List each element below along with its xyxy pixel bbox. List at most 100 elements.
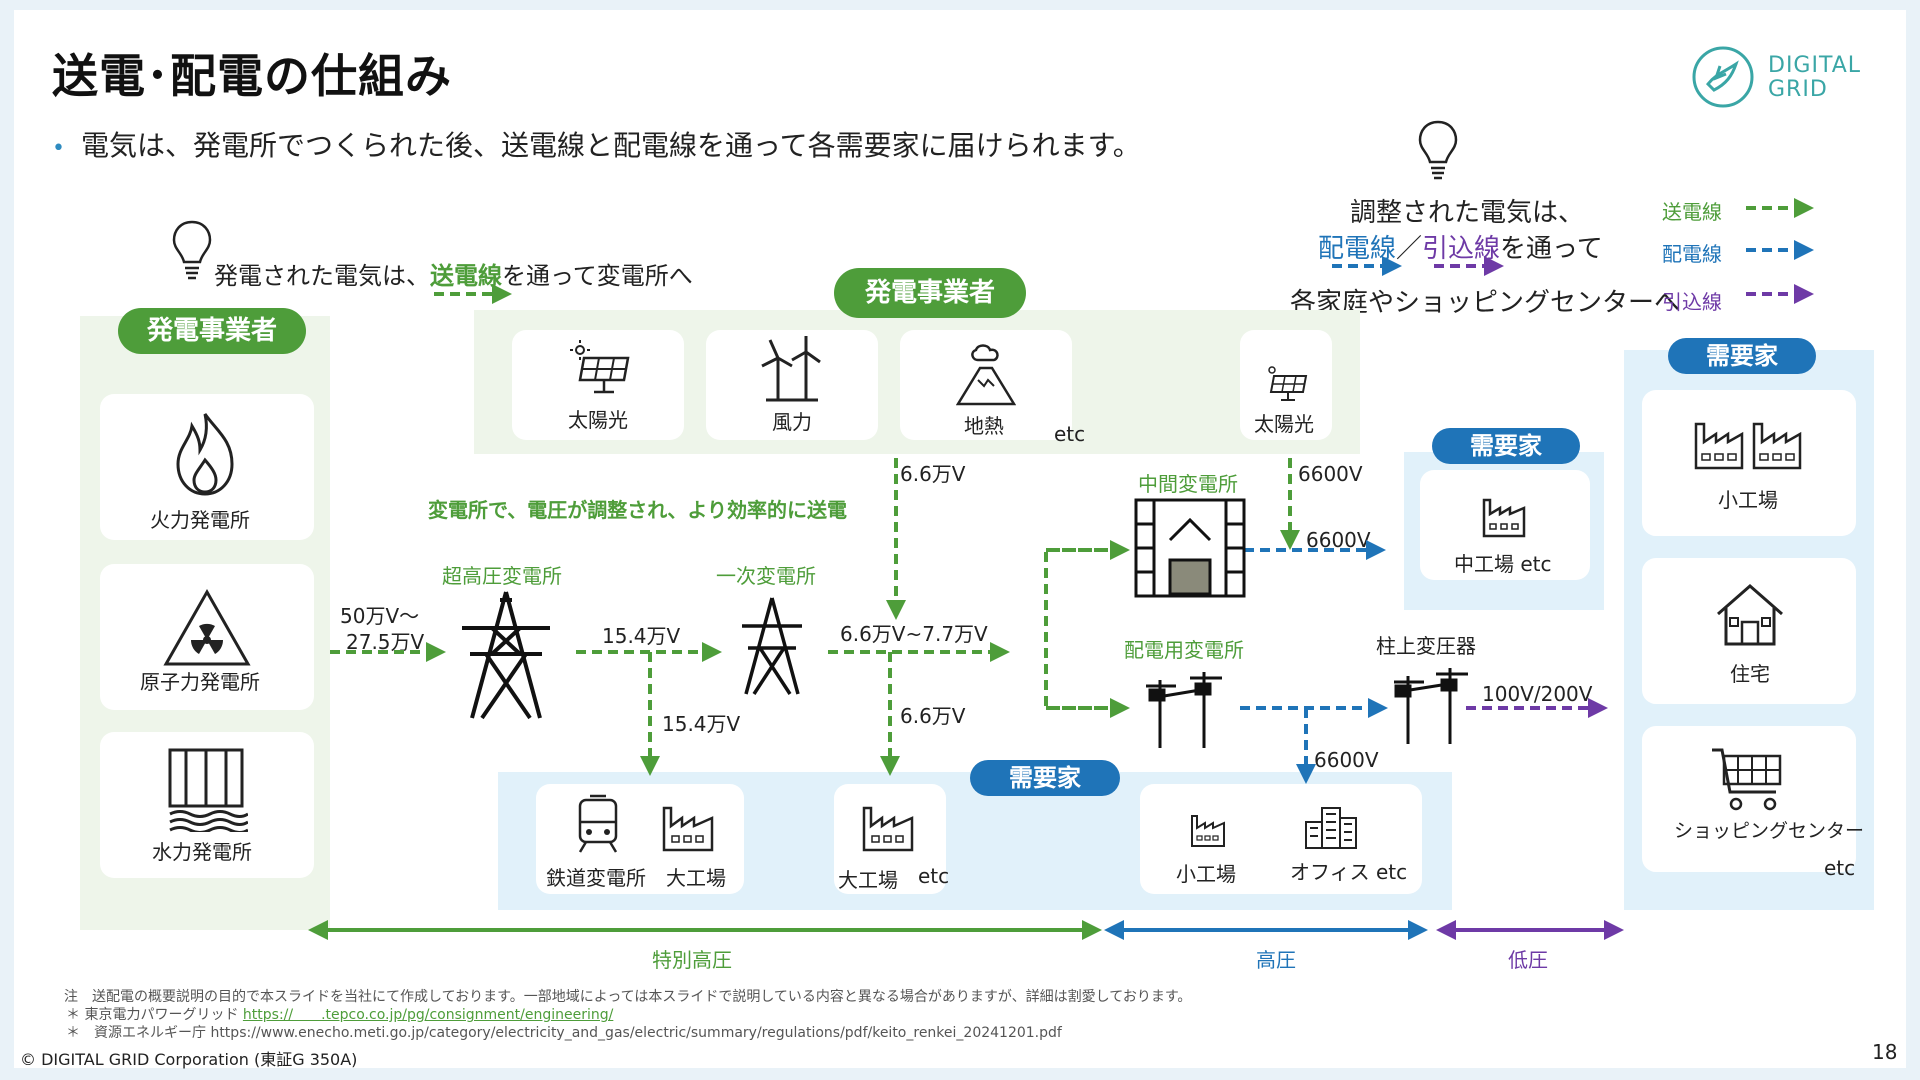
right-demand-header: 需要家 xyxy=(1668,338,1816,374)
factory-icon xyxy=(1191,815,1225,847)
top-etc: etc xyxy=(1054,422,1086,446)
tip-right-post: を通って xyxy=(1500,234,1603,264)
large-factory-label-b: 大工場 xyxy=(838,868,898,892)
large-factory-card xyxy=(834,784,946,894)
wind-label: 風力 xyxy=(772,410,812,434)
transmission-split xyxy=(1044,548,1124,710)
tip-left-pre: 発電された電気は、 xyxy=(214,262,430,290)
wind-card xyxy=(706,330,878,440)
factory-icon xyxy=(1482,498,1526,538)
solar-label: 太陽光 xyxy=(568,408,628,432)
solar-panel-icon xyxy=(570,340,630,394)
voltage-154k-b: 15.4万V xyxy=(662,712,741,736)
solar-card xyxy=(512,330,684,440)
footnote-2-pre: ＊ 東京電力パワーグリッド xyxy=(66,1007,239,1023)
small-factory-card xyxy=(1642,390,1856,536)
range-label-special-high: 特別高圧 xyxy=(652,948,732,972)
voltage-500k: 50万V～ xyxy=(340,604,420,628)
logo-line1: DIGITAL xyxy=(1768,53,1862,78)
solar-extra-card xyxy=(1240,330,1332,440)
factory-icon xyxy=(862,806,914,852)
geothermal-card xyxy=(900,330,1072,440)
distribution-pole-icon xyxy=(1146,672,1222,748)
substation-note: 変電所で、電圧が調整され、より効率的に送電 xyxy=(428,498,847,522)
factory-icon xyxy=(662,806,714,852)
distribution-substation-label: 配電用変電所 xyxy=(1124,638,1244,662)
intro-bullet: •電気は、発電所でつくられた後、送電線と配電線を通って各需要家に届けられます。 xyxy=(52,124,1141,164)
footnote-1: 注 送配電の概要説明の目的で本スライドを当社にて作成しております。一部地域によっ… xyxy=(64,989,1192,1005)
footnote-2-link[interactable]: https:// .tepco.co.jp/pg/consignment/eng… xyxy=(242,1007,614,1023)
office-building-icon xyxy=(1305,807,1357,849)
bottom-etc: etc xyxy=(918,864,950,888)
large-factory-label-a: 大工場 xyxy=(666,866,726,890)
voltage-6600-c: 6600V xyxy=(1314,748,1379,772)
voltage-154k-a: 15.4万V xyxy=(602,624,681,648)
tip-right-line1: 調整された電気は、 xyxy=(1350,198,1585,228)
lightbulb-icon xyxy=(172,220,212,280)
pole-transformer-label: 柱上変圧器 xyxy=(1376,634,1476,658)
rail-substation-label: 鉄道変電所 xyxy=(546,866,646,890)
copyright: © DIGITAL GRID Corporation (東証G 350A) xyxy=(20,1050,358,1069)
house-card xyxy=(1642,558,1856,704)
fire-icon xyxy=(176,413,234,496)
primary-tower-icon xyxy=(742,597,802,695)
top-generator-header: 発電事業者 xyxy=(834,268,1026,318)
geothermal-label: 地熱 xyxy=(964,414,1004,438)
mid-demand-header: 需要家 xyxy=(1432,428,1580,464)
pole-transformer-icon xyxy=(1394,668,1468,744)
tip-left: 発電された電気は、送電線を通って変電所へ xyxy=(214,256,693,291)
range-label-high: 高圧 xyxy=(1256,948,1296,972)
factory-icon xyxy=(1694,422,1802,470)
wind-turbine-icon xyxy=(761,336,821,402)
voltage-66k-down: 6.6万V xyxy=(900,704,966,728)
ultra-substation-label: 超高圧変電所 xyxy=(442,564,562,588)
footnote-3: ＊ 資源エネルギー庁 https://www.enecho.meti.go.jp… xyxy=(66,1025,1062,1041)
left-generator-header: 発電事業者 xyxy=(118,308,306,354)
house-icon xyxy=(1717,584,1783,646)
voltage-66-77k: 6.6万V~7.7万V xyxy=(840,622,988,646)
nuclear-plant-label: 原子力発電所 xyxy=(140,670,260,694)
hydro-plant-label: 水力発電所 xyxy=(152,840,252,864)
bottom-demand-header: 需要家 xyxy=(970,760,1120,796)
house-label: 住宅 xyxy=(1730,662,1770,686)
mid-factory-card xyxy=(1420,470,1590,580)
ultra-tower-icon xyxy=(462,591,550,720)
page-number: 18 xyxy=(1872,1040,1898,1064)
train-icon xyxy=(578,794,618,853)
dam-icon xyxy=(168,748,248,832)
thermal-plant-label: 火力発電所 xyxy=(150,508,250,532)
right-small-factory-label: 小工場 xyxy=(1718,488,1778,512)
tip-left-post: を通って変電所へ xyxy=(502,262,693,290)
solar-extra-label: 太陽光 xyxy=(1254,412,1314,436)
logo-emblem-icon xyxy=(1692,46,1754,108)
shopping-label: ショッピングセンター xyxy=(1674,820,1865,842)
range-label-low: 低圧 xyxy=(1508,948,1548,972)
shopping-cart-icon xyxy=(1712,748,1782,811)
tip-left-highlight: 送電線 xyxy=(430,262,502,290)
rail-factory-card xyxy=(536,784,744,894)
voltage-100-200: 100V/200V xyxy=(1482,682,1593,706)
intermediate-substation-label: 中間変電所 xyxy=(1138,472,1238,496)
bullet-dot: • xyxy=(52,136,65,161)
intermediate-substation-icon xyxy=(1134,498,1246,598)
volcano-icon xyxy=(956,344,1016,406)
shopping-card xyxy=(1642,726,1856,872)
legend-label-distribution: 配電線 xyxy=(1662,242,1722,266)
logo-line2: GRID xyxy=(1768,77,1828,102)
small-factory-label: 小工場 xyxy=(1176,862,1236,886)
legend-label-service: 引込線 xyxy=(1662,290,1722,314)
right-etc: etc xyxy=(1824,856,1856,880)
legend-label-transmission: 送電線 xyxy=(1662,200,1722,224)
office-label: オフィス etc xyxy=(1290,860,1408,884)
primary-substation-label: 一次変電所 xyxy=(716,564,816,588)
footnote-2: ＊ 東京電力パワーグリッド https:// .tepco.co.jp/pg/c… xyxy=(66,1004,613,1024)
small-office-card xyxy=(1140,784,1422,894)
tip-right-line2: 配電線／引込線を通って xyxy=(1318,228,1603,265)
page-title: 送電･配電の仕組み xyxy=(52,49,452,103)
voltage-6600-a: 6600V xyxy=(1298,462,1363,486)
radiation-hazard-icon xyxy=(163,588,251,666)
voltage-66k-top: 6.6万V xyxy=(900,462,966,486)
